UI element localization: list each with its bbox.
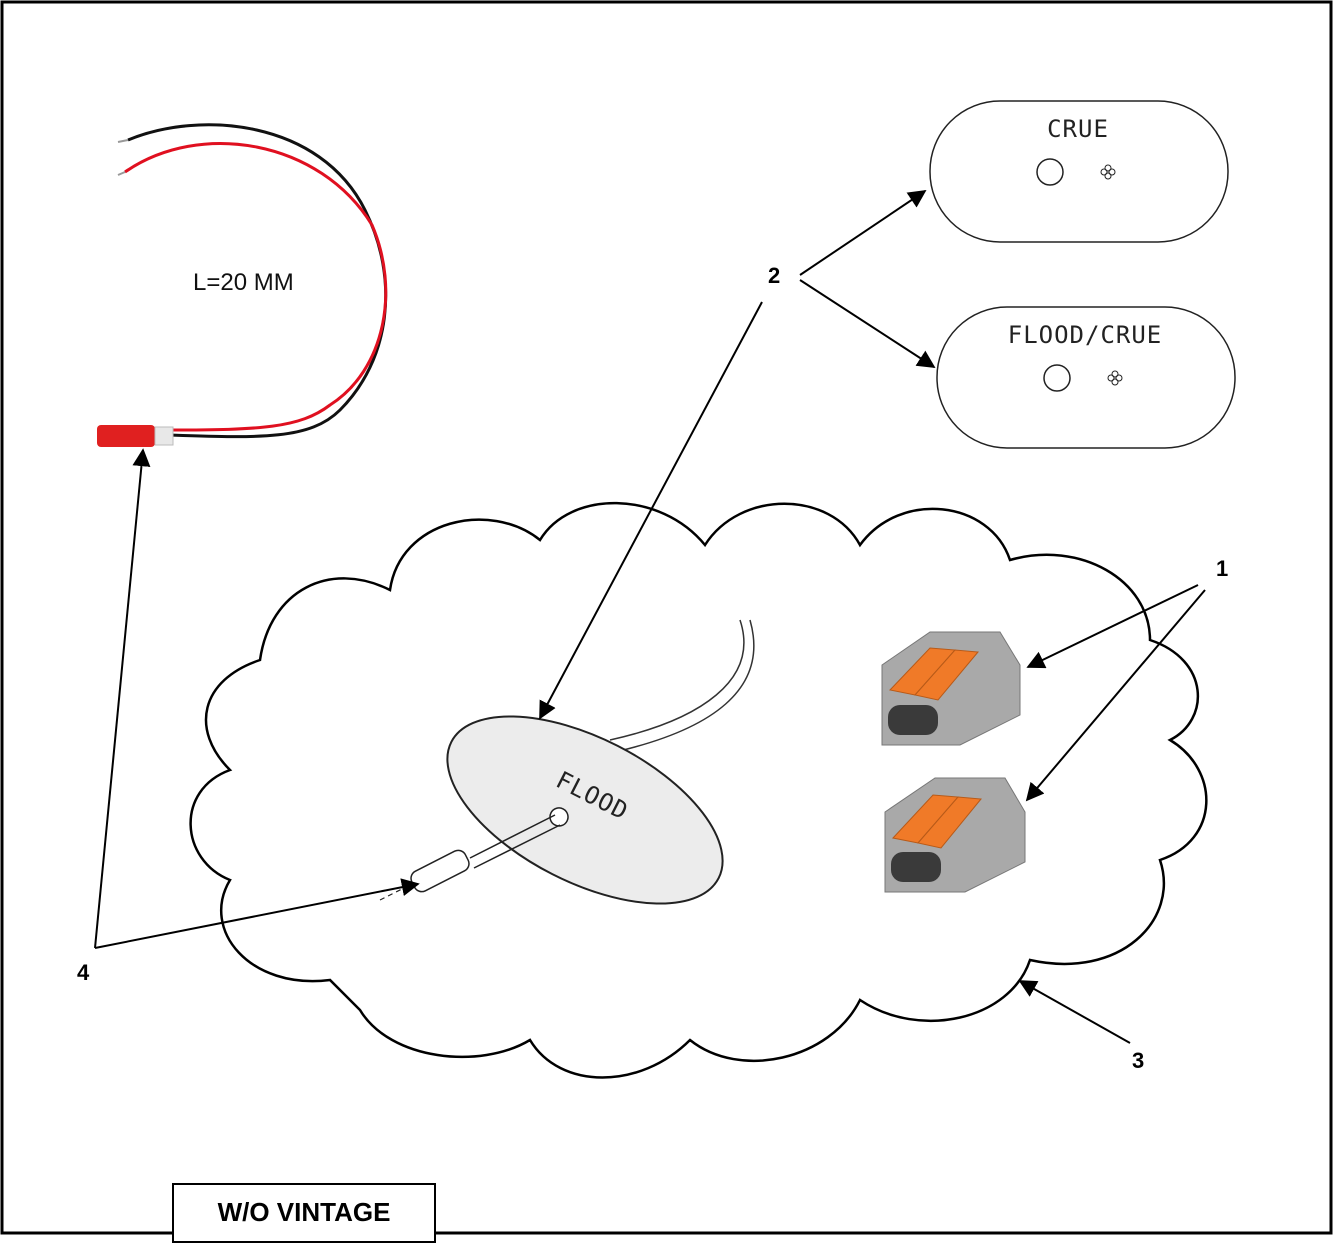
plate-flood-crue: FLOOD/CRUE	[936, 306, 1236, 449]
footer-label: W/O VINTAGE	[217, 1197, 391, 1227]
wire-bundle	[609, 619, 745, 741]
plate-crue-label: CRUE	[1047, 115, 1109, 143]
screw-icon	[1107, 370, 1123, 386]
led-icon	[97, 425, 174, 447]
plate-crue: CRUE	[929, 100, 1229, 243]
wago-connector-bottom	[884, 777, 1026, 893]
installed-plate-assembly: FLOOD	[379, 619, 755, 905]
callout-arrows	[94, 189, 1206, 1044]
footer-label-box: W/O VINTAGE	[172, 1183, 436, 1243]
wire-length-label: L=20 MM	[193, 269, 294, 296]
callout-2: 2	[768, 263, 780, 288]
led-wire-assembly: L=20 MM	[97, 123, 388, 447]
led-holder	[379, 814, 561, 901]
callout-1: 1	[1216, 556, 1228, 581]
screw-icon	[1100, 164, 1116, 180]
wago-connector-top	[881, 631, 1021, 746]
callout-3: 3	[1132, 1048, 1144, 1073]
installed-plate	[446, 715, 724, 905]
plate-flood-crue-label: FLOOD/CRUE	[1008, 321, 1163, 349]
callout-4: 4	[77, 960, 90, 985]
cloud-outline	[189, 501, 1208, 1079]
red-wire	[124, 142, 388, 432]
